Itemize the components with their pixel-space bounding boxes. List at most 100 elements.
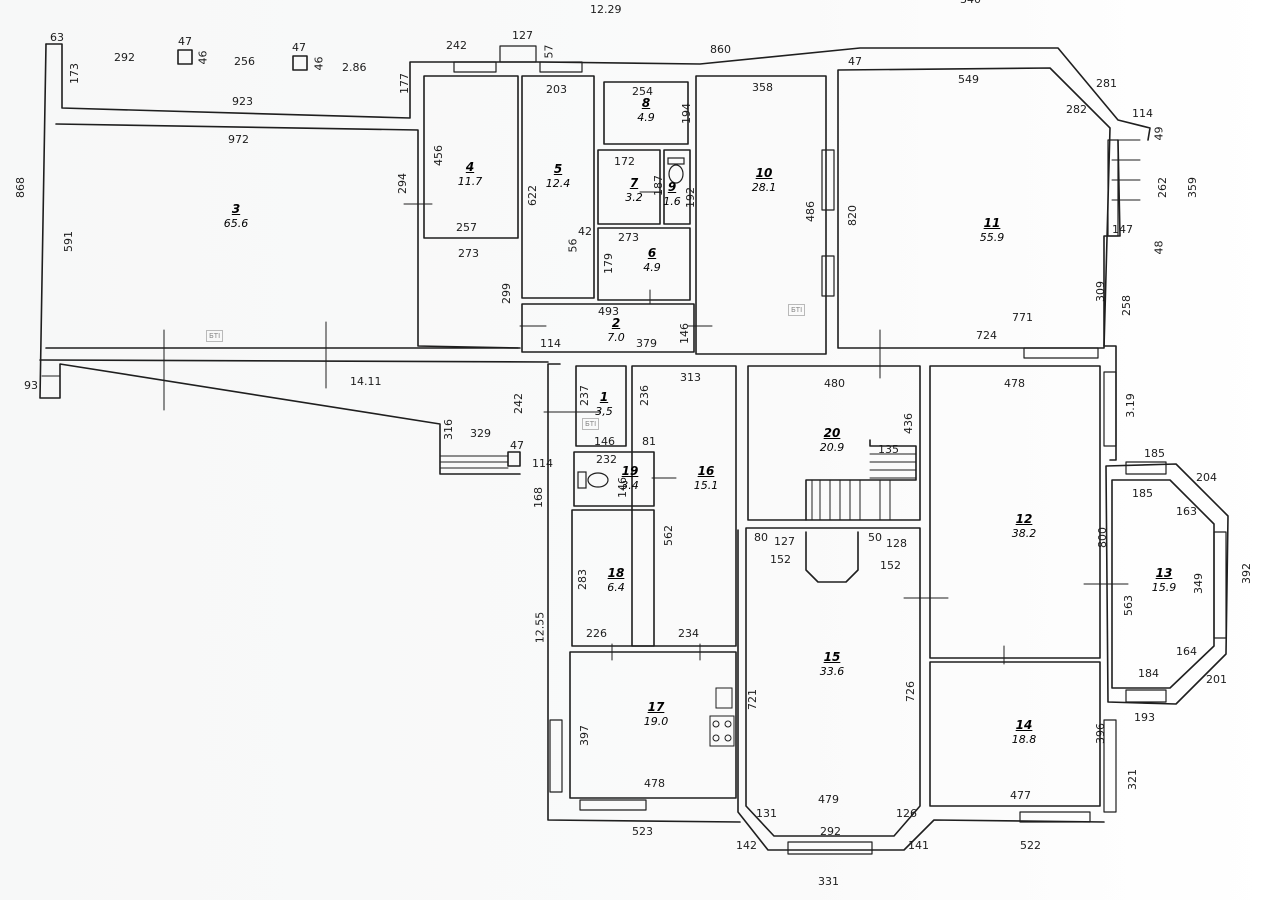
room-number: 1 [599, 390, 609, 404]
room-area: 6.4 [607, 581, 625, 594]
dim-label: 204 [1196, 471, 1217, 484]
dim-label: 147 [1112, 223, 1133, 236]
dim-label: 299 [500, 283, 513, 304]
dim-label: 549 [958, 73, 979, 86]
room-number: 4 [465, 160, 475, 174]
dim-label: 242 [446, 39, 467, 52]
dim-label: 152 [880, 559, 901, 572]
room-area: 65.6 [223, 217, 249, 230]
dim-label: 331 [818, 875, 839, 888]
room-area: 3.4 [621, 479, 639, 492]
outer-wall-south-west [547, 363, 741, 823]
outer-wall-north-west [45, 43, 1151, 141]
dim-label: 237 [578, 385, 591, 406]
room-area: 15.9 [1151, 581, 1177, 594]
dim-label: 93 [24, 379, 38, 392]
dim-label: 562 [662, 525, 675, 546]
staircase-steps [811, 453, 917, 521]
room-number: 10 [755, 166, 773, 180]
room-number: 15 [823, 650, 841, 664]
dim-label: 80 [754, 531, 768, 544]
column-3 [507, 451, 521, 467]
dim-label: 349 [1192, 573, 1205, 594]
room-area: 3.2 [625, 191, 643, 204]
dim-label: 177 [398, 73, 411, 94]
room-9-walls [663, 149, 691, 225]
dim-label: 14.11 [350, 375, 382, 388]
dim-label: 478 [1004, 377, 1025, 390]
dim-label: 179 [602, 253, 615, 274]
room-area: 7.0 [607, 331, 625, 344]
dim-label: 800 [1096, 527, 1109, 548]
bti-stamp-2: БTI [788, 304, 806, 316]
dim-label: 294 [396, 173, 409, 194]
inner-wall-big-hall [55, 123, 521, 349]
dim-label: 114 [532, 457, 553, 470]
room-area: 28.1 [751, 181, 777, 194]
dim-label: 185 [1144, 447, 1165, 460]
dim-label: 127 [512, 29, 533, 42]
dim-label: 187 [652, 175, 665, 196]
dim-label: 146 [594, 435, 615, 448]
room-area: 18.8 [1011, 733, 1037, 746]
dim-label: 12.55 [533, 611, 547, 644]
room-6-walls [597, 227, 691, 301]
dim-label: 316 [442, 419, 455, 440]
room-number: 8 [641, 96, 651, 110]
dim-label: 185 [1132, 487, 1153, 500]
dim-label: 726 [904, 681, 917, 702]
dim-label: 46 [312, 56, 326, 71]
dim-label: 313 [680, 371, 701, 384]
outer-wall-east [1103, 139, 1121, 461]
room-number: 3 [231, 202, 241, 216]
bti-stamp-1: БTI [206, 330, 224, 342]
dim-label: 456 [432, 145, 445, 166]
dim-label: 273 [618, 231, 639, 244]
dim-label: 563 [1122, 595, 1135, 616]
room-number: 12 [1015, 512, 1033, 526]
room-8-walls [603, 81, 689, 145]
dim-label: 242 [512, 393, 525, 414]
dim-label: 236 [638, 385, 651, 406]
dim-label: 522 [1020, 839, 1041, 852]
dim-label: 397 [578, 725, 591, 746]
dim-label: 12.29 [590, 3, 622, 16]
dim-label: 283 [576, 569, 589, 590]
dim-label: 232 [596, 453, 617, 466]
dim-label: 47 [510, 439, 524, 452]
dim-label: 131 [756, 807, 777, 820]
dim-label: 771 [1012, 311, 1033, 324]
dim-label: 273 [458, 247, 479, 260]
dim-label: 49 [1152, 126, 1166, 141]
dim-label: 47 [848, 55, 862, 68]
dim-label: 258 [1120, 295, 1133, 316]
room-5-walls [521, 75, 595, 299]
room-area: 38.2 [1011, 527, 1037, 540]
outer-wall-west [39, 43, 521, 475]
room-number: 18 [607, 566, 625, 580]
column-2 [292, 55, 308, 71]
room-11-walls [837, 67, 1111, 349]
dim-label: 56 [566, 238, 580, 253]
dim-label: 184 [1138, 667, 1159, 680]
dim-label: 142 [736, 839, 757, 852]
toilet-fixture [577, 157, 685, 489]
dim-label: 622 [526, 185, 539, 206]
room-number: 20 [823, 426, 841, 440]
dim-label: 192 [684, 187, 697, 208]
stove-fixture [709, 687, 735, 747]
dim-label: 860 [710, 43, 731, 56]
room-13-outer [1105, 463, 1229, 705]
room-1-walls [575, 365, 627, 447]
dim-label: 226 [586, 627, 607, 640]
dim-label: 392 [1240, 563, 1253, 584]
room-area: 20.9 [819, 441, 845, 454]
dim-label: 329 [470, 427, 491, 440]
